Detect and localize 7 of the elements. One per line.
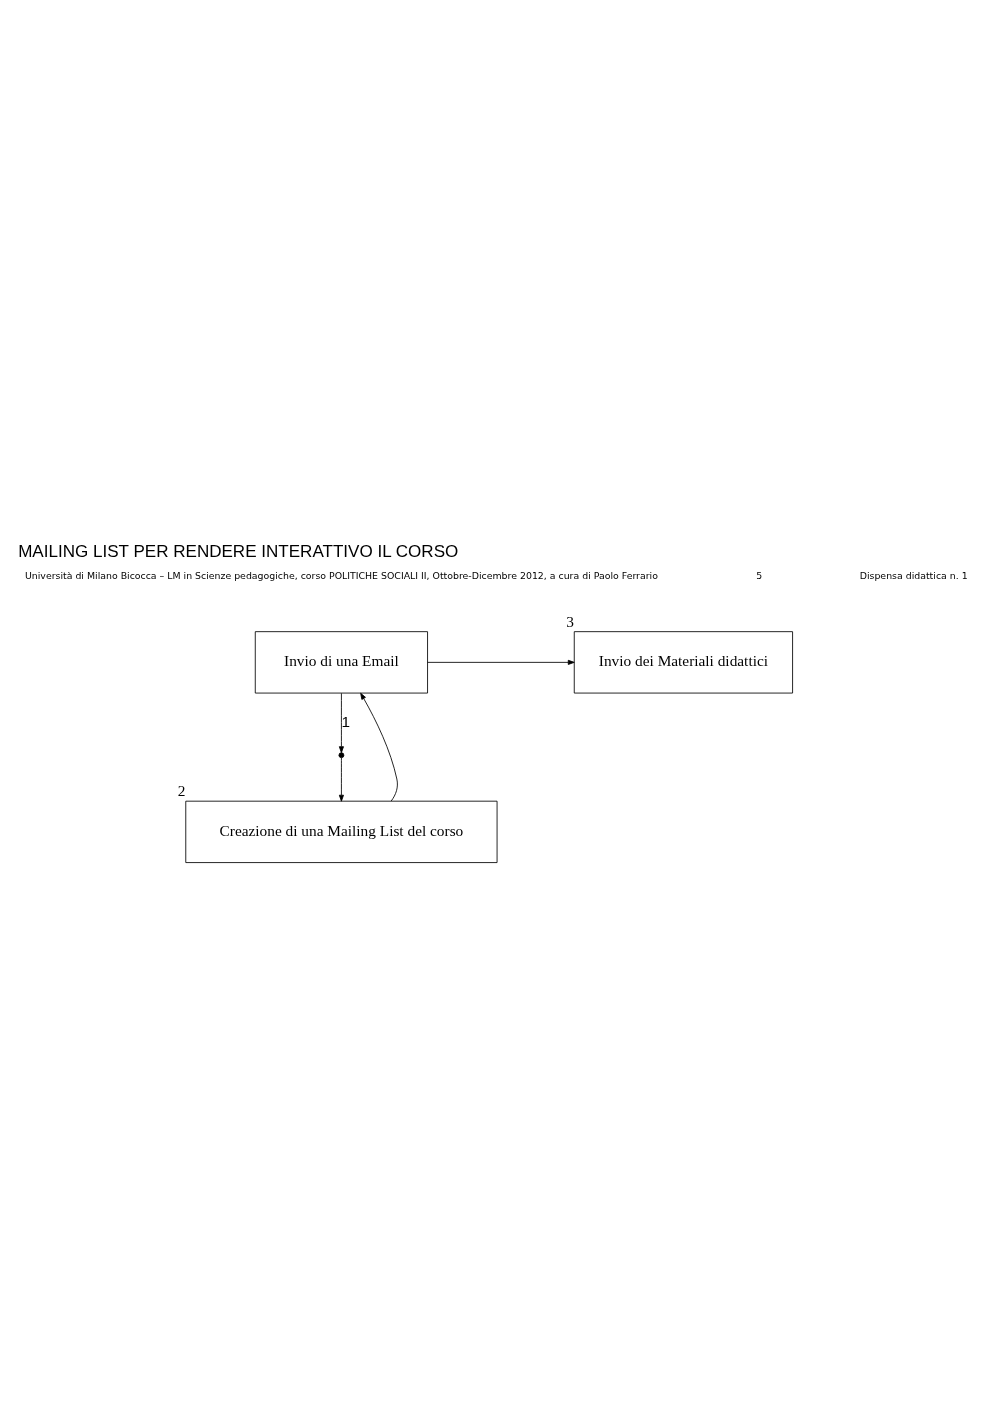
label: 5 — [756, 570, 763, 582]
diagram-title: MAILING LIST PER RENDERE INTERATTIVO IL CORSO — [18, 542, 459, 562]
node-label: 2 — [177, 782, 186, 800]
edge-label: 1 — [341, 712, 350, 730]
label: Dispensa didattica n. 1 — [859, 570, 968, 582]
node-label: 3 — [566, 612, 574, 630]
label: Università di Milano Bicocca – LM in Scienze pedagogiche, corso POLITICHE SOCIALI II, Ottobre-Dicembre 2012, a cura di Paolo Ferrario — [24, 570, 658, 582]
